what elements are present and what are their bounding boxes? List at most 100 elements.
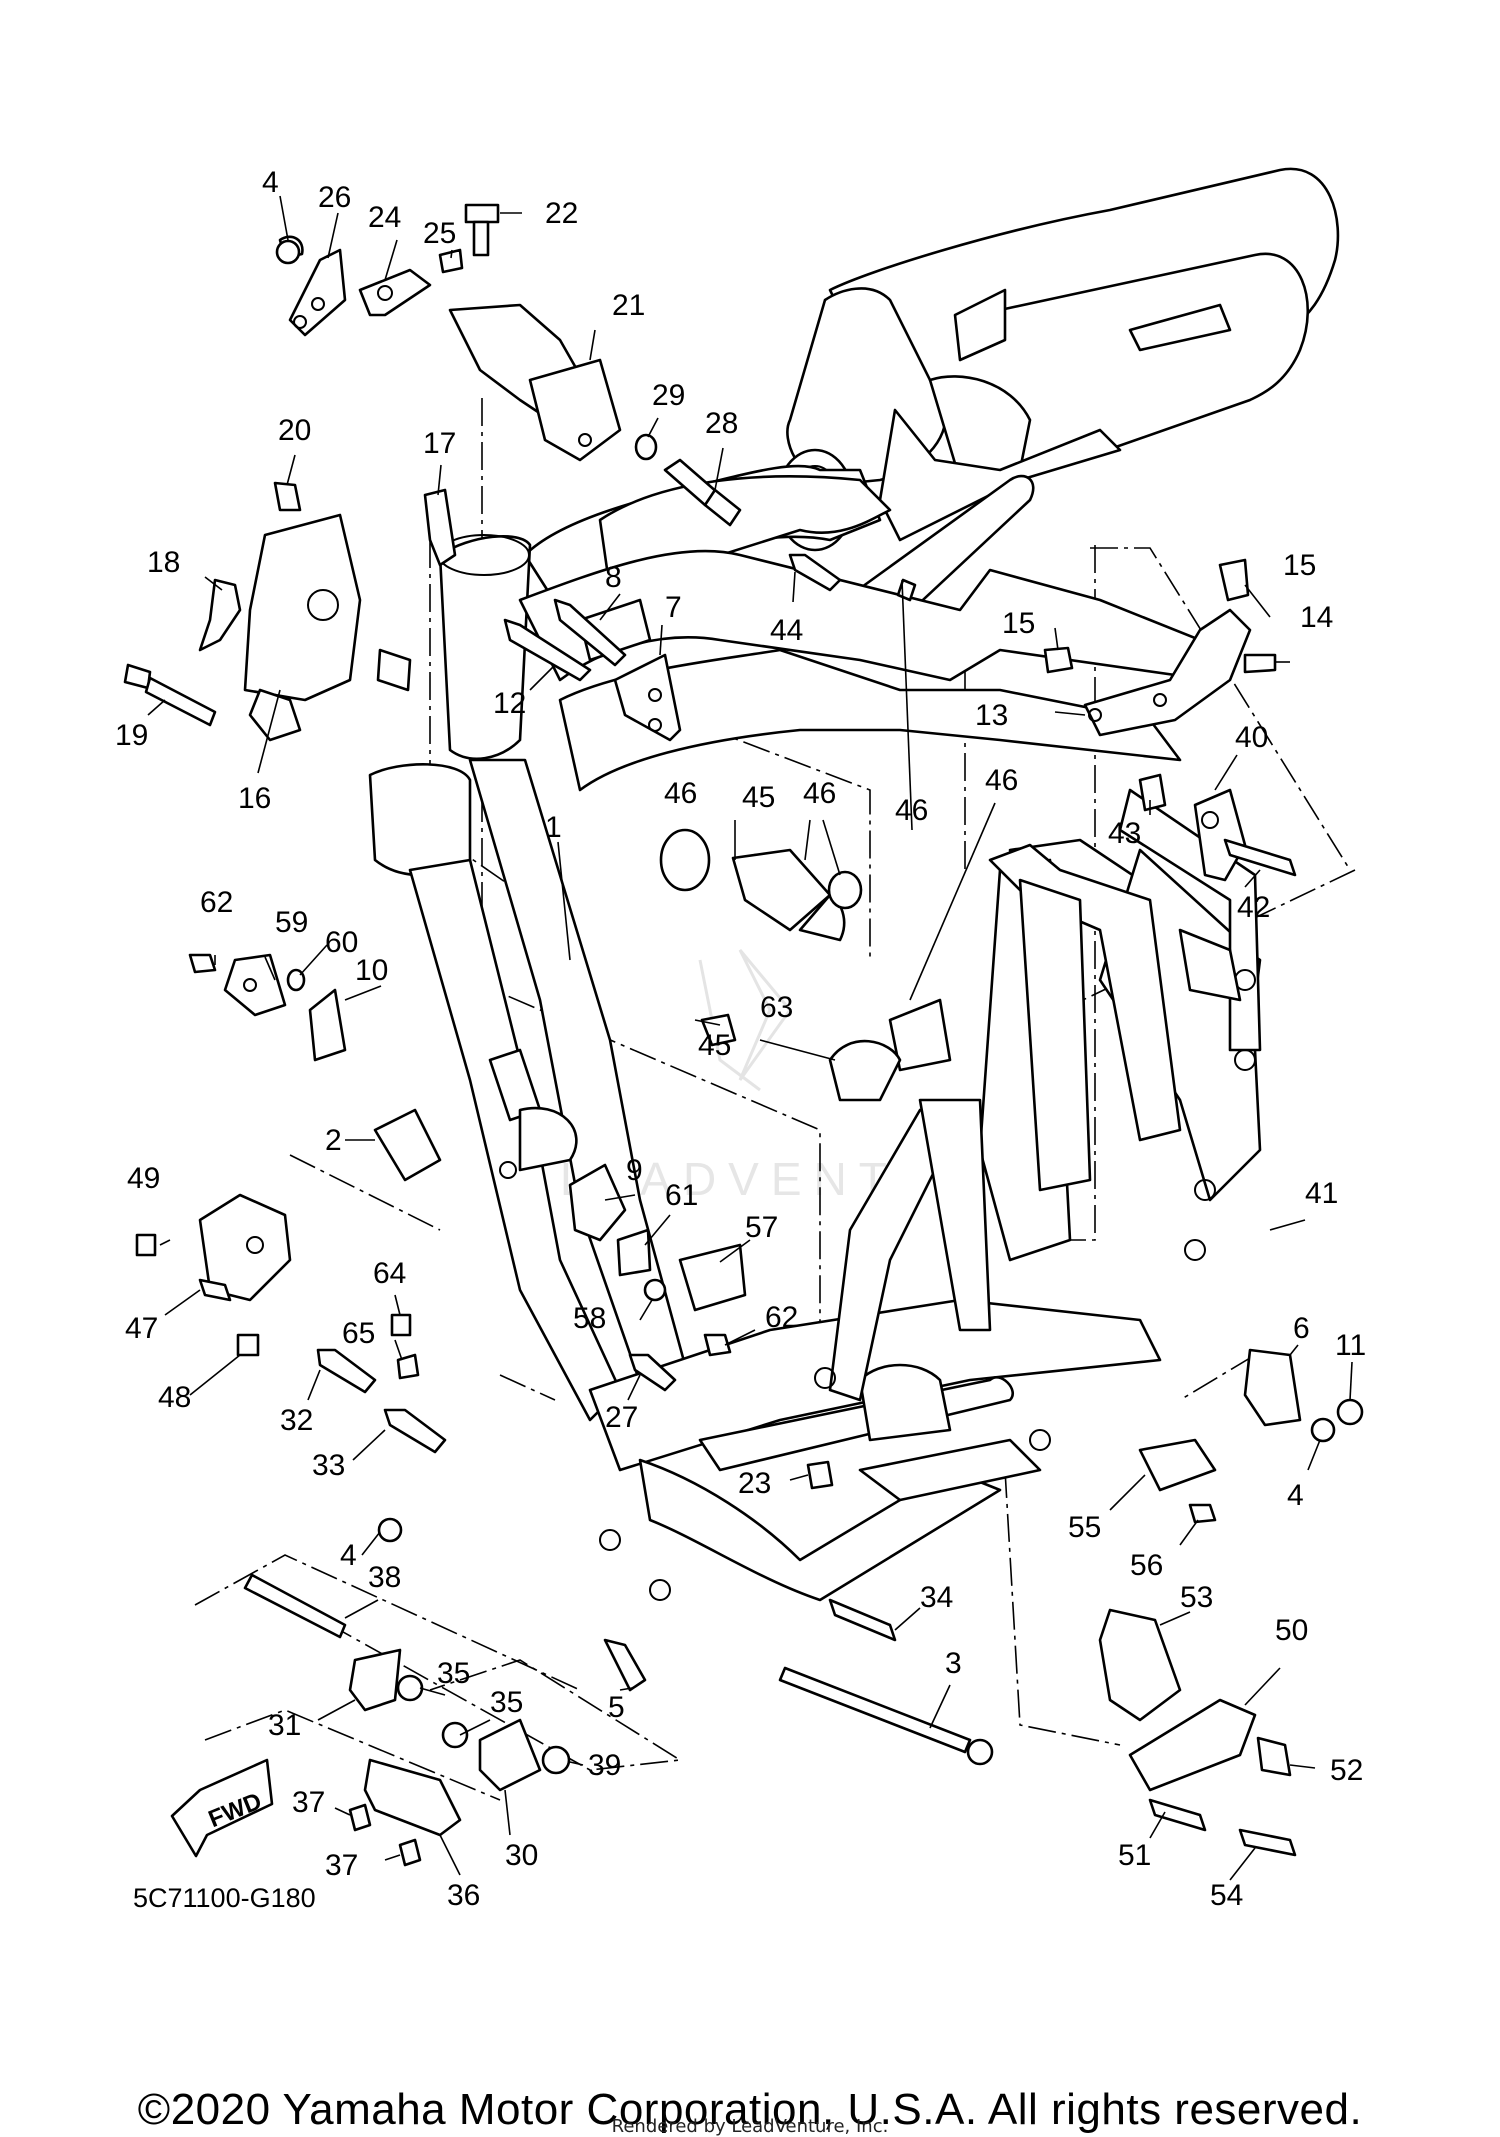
callout-35a: 35 bbox=[437, 1657, 470, 1690]
callout-4b: 4 bbox=[340, 1539, 357, 1572]
bolt-42 bbox=[1223, 838, 1297, 877]
callout-42: 42 bbox=[1237, 891, 1270, 924]
callout-17: 17 bbox=[423, 427, 456, 460]
bolt-32 bbox=[316, 1348, 377, 1394]
bracket-9 bbox=[568, 1163, 627, 1242]
bolt-38 bbox=[243, 1573, 347, 1639]
bracket-13 bbox=[1083, 608, 1252, 737]
callout-30: 30 bbox=[505, 1839, 538, 1872]
bolt-33 bbox=[383, 1408, 447, 1454]
bolt-8 bbox=[553, 598, 627, 667]
callout-59: 59 bbox=[275, 906, 308, 939]
callout-52: 52 bbox=[1330, 1754, 1363, 1787]
band-46 bbox=[659, 578, 917, 910]
callout-1: 1 bbox=[545, 811, 562, 844]
bracket-21 bbox=[448, 303, 622, 462]
copyright-text: ©2020 Yamaha Motor Corporation, U.S.A. A… bbox=[137, 2085, 1363, 2134]
bracket-30 bbox=[478, 1718, 542, 1792]
bolt-22 bbox=[464, 203, 500, 257]
collar-65 bbox=[396, 1353, 420, 1380]
callout-23: 23 bbox=[738, 1467, 771, 1500]
callout-labels: 1 2 3 4 4 4 5 6 7 8 9 10 11 12 13 14 15 … bbox=[115, 166, 1366, 1912]
bolt-51 bbox=[1148, 1798, 1207, 1832]
bolt-49 bbox=[135, 1233, 157, 1257]
callout-13: 13 bbox=[975, 699, 1008, 732]
callout-27: 27 bbox=[605, 1401, 638, 1434]
bolt-37a bbox=[348, 1803, 372, 1832]
bracket-50 bbox=[1128, 1698, 1257, 1792]
bolt-48 bbox=[236, 1333, 260, 1357]
callout-36: 36 bbox=[447, 1879, 480, 1912]
callout-38: 38 bbox=[368, 1561, 401, 1594]
callout-51: 51 bbox=[1118, 1839, 1151, 1872]
callout-19: 19 bbox=[115, 719, 148, 752]
callout-34: 34 bbox=[920, 1581, 953, 1614]
callout-63: 63 bbox=[760, 991, 793, 1024]
callout-35b: 35 bbox=[490, 1686, 523, 1719]
callout-4a: 4 bbox=[262, 166, 279, 199]
damper-45-lower bbox=[828, 1039, 902, 1102]
callout-14: 14 bbox=[1300, 601, 1333, 634]
bolt-15b bbox=[1043, 646, 1074, 674]
bolt-56 bbox=[1188, 1503, 1217, 1524]
bolt-12 bbox=[503, 618, 592, 682]
bolt-37b bbox=[398, 1838, 422, 1867]
callout-7: 7 bbox=[665, 591, 682, 624]
bolt-15a bbox=[1218, 558, 1250, 602]
callout-4c: 4 bbox=[1287, 1479, 1304, 1512]
bracket-36 bbox=[363, 1758, 462, 1837]
bracket-16 bbox=[243, 513, 412, 742]
callout-40: 40 bbox=[1235, 721, 1268, 754]
plate-2 bbox=[373, 1108, 442, 1182]
frame-1 bbox=[368, 464, 1262, 1602]
callout-21: 21 bbox=[612, 289, 645, 322]
callout-15b: 15 bbox=[1002, 607, 1035, 640]
bracket-59 bbox=[223, 953, 287, 1017]
callout-62b: 62 bbox=[765, 1301, 798, 1334]
callout-2: 2 bbox=[325, 1124, 342, 1157]
callout-15a: 15 bbox=[1283, 549, 1316, 582]
callout-11: 11 bbox=[1335, 1329, 1366, 1362]
bolt-20 bbox=[273, 481, 302, 512]
callout-45a: 45 bbox=[742, 781, 775, 814]
callout-37a: 37 bbox=[292, 1786, 325, 1819]
axle-3 bbox=[778, 1666, 972, 1754]
callout-20: 20 bbox=[278, 414, 311, 447]
nut-58 bbox=[643, 1278, 667, 1302]
nut-11 bbox=[1336, 1398, 1364, 1426]
callout-29: 29 bbox=[652, 379, 685, 412]
callout-26: 26 bbox=[318, 181, 351, 214]
damper-45 bbox=[731, 848, 846, 942]
fwd-arrow-icon: FWD bbox=[170, 1758, 274, 1858]
callout-54: 54 bbox=[1210, 1879, 1243, 1912]
callout-10: 10 bbox=[355, 954, 388, 987]
bracket-7 bbox=[613, 653, 682, 742]
nut-35a bbox=[396, 1674, 424, 1702]
nut-39 bbox=[541, 1745, 571, 1775]
callout-22: 22 bbox=[545, 197, 578, 230]
callout-65: 65 bbox=[342, 1317, 375, 1350]
callout-58: 58 bbox=[573, 1302, 606, 1335]
bolt-34 bbox=[828, 1598, 897, 1642]
callout-44: 44 bbox=[770, 614, 803, 647]
leader-lines bbox=[147, 195, 1353, 1881]
bolt-19 bbox=[123, 663, 217, 727]
bolt-28 bbox=[663, 458, 742, 527]
callout-5: 5 bbox=[608, 1691, 625, 1724]
callout-46b: 46 bbox=[803, 777, 836, 810]
muffler-assembly bbox=[775, 167, 1340, 652]
clip-18 bbox=[198, 578, 242, 652]
callout-24: 24 bbox=[368, 201, 401, 234]
callout-55: 55 bbox=[1068, 1511, 1101, 1544]
callout-46c: 46 bbox=[895, 794, 928, 827]
callout-56: 56 bbox=[1130, 1549, 1163, 1582]
bolt-54 bbox=[1238, 1828, 1297, 1857]
diagram-code: 5C71100-G180 bbox=[133, 1883, 316, 1913]
cap-52 bbox=[1256, 1736, 1292, 1777]
cover-53 bbox=[1098, 1608, 1182, 1722]
bracket-47 bbox=[198, 1193, 292, 1302]
callout-46d: 46 bbox=[985, 764, 1018, 797]
rendered-by-text: Rendered by LeadVenture, Inc. bbox=[611, 2116, 889, 2137]
callout-25: 25 bbox=[423, 217, 456, 250]
